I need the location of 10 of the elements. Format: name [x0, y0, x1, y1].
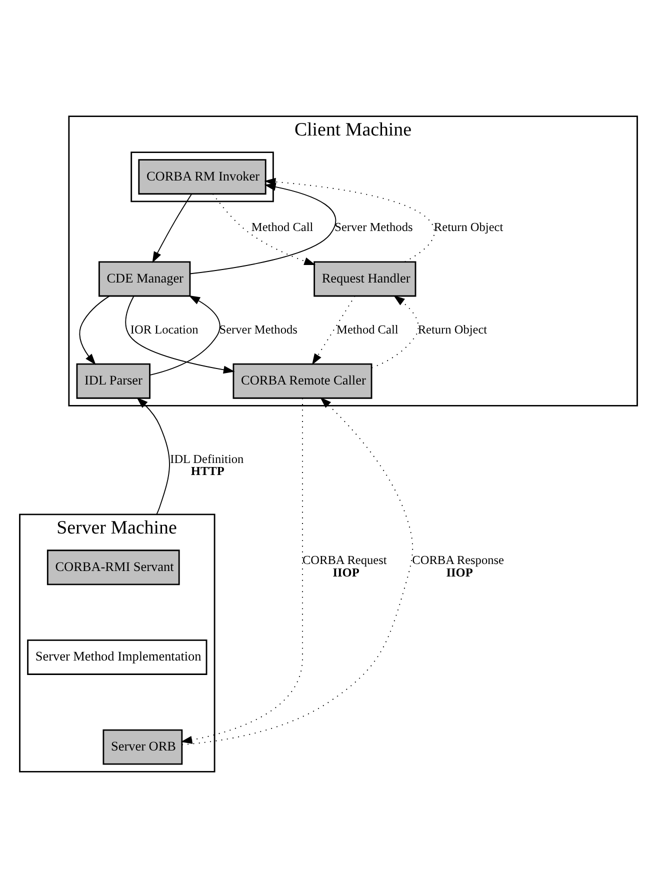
- edge-label: Server Methods: [219, 322, 298, 336]
- edge-label: Method Call: [336, 322, 398, 336]
- edge-label: Method Call: [251, 220, 314, 234]
- edge-label: IOR Location: [130, 322, 198, 336]
- edge-label: IDL Definition HTTP: [170, 452, 244, 478]
- edge-label: Return Object: [418, 322, 488, 336]
- edge-label: Server Methods: [334, 220, 413, 234]
- edge-label: CORBA Request IIOP: [302, 552, 387, 580]
- edge-label: Return Object: [434, 220, 504, 234]
- edge-label: CORBA Response IIOP: [412, 552, 504, 580]
